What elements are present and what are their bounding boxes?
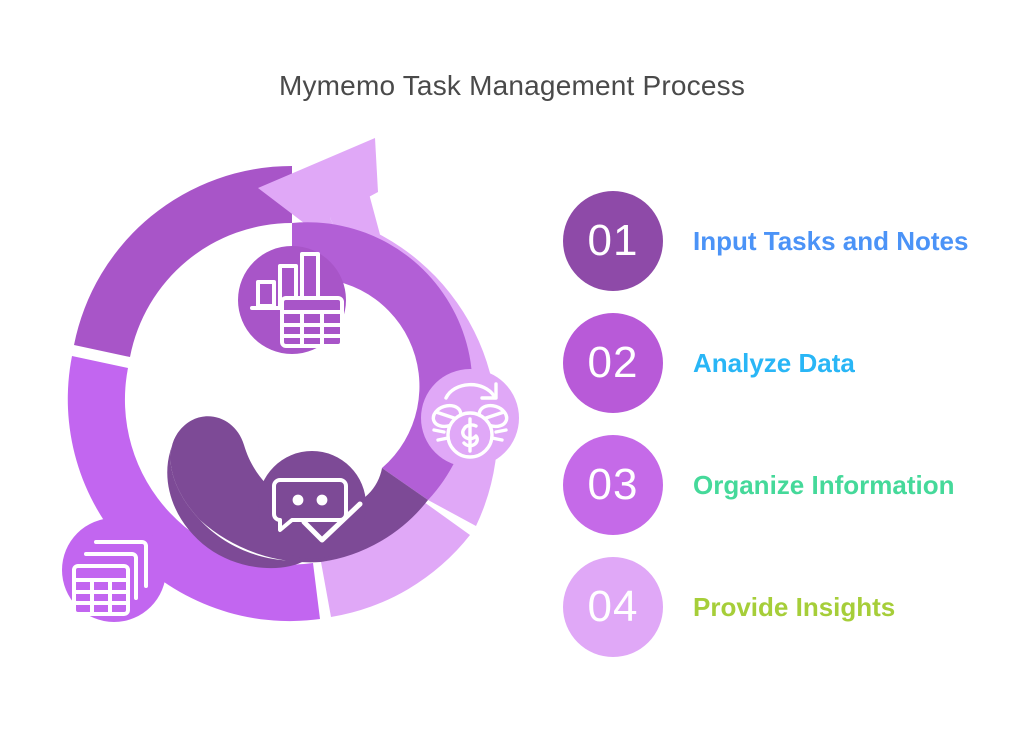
- legend-label-01: Input Tasks and Notes: [693, 225, 969, 256]
- ring-segment-2: [67, 356, 320, 622]
- legend-item-03[interactable]: 03 Organize Information: [563, 424, 1013, 546]
- legend: 01 Input Tasks and Notes 02 Analyze Data…: [563, 180, 1013, 668]
- money-exchange-icon: [431, 382, 509, 459]
- legend-label-04: Provide Insights: [693, 591, 896, 622]
- cycle-arrowhead: [258, 138, 378, 258]
- cycle-diagram: [30, 130, 570, 700]
- legend-badge-04: 04: [563, 557, 663, 657]
- legend-badge-02: 02: [563, 313, 663, 413]
- inner-swirl: [170, 416, 428, 563]
- legend-badge-01: 01: [563, 191, 663, 291]
- legend-label-02: Analyze Data: [693, 347, 855, 378]
- legend-label-03: Organize Information: [693, 469, 955, 500]
- stacked-tables-icon: [72, 540, 148, 616]
- ring-segment-1: [74, 165, 292, 357]
- cycle-diagram-svg: [62, 138, 519, 622]
- legend-badge-03: 03: [563, 435, 663, 535]
- legend-item-01[interactable]: 01 Input Tasks and Notes: [563, 180, 1013, 302]
- page-title: Mymemo Task Management Process: [278, 70, 746, 101]
- legend-item-04[interactable]: 04 Provide Insights: [563, 546, 1013, 668]
- inner-swirl-cap: [167, 430, 306, 569]
- ring-segment-3: [321, 502, 470, 617]
- chat-check-icon: [272, 478, 363, 543]
- bar-chart-spreadsheet-icon: [250, 252, 344, 348]
- legend-item-02[interactable]: 02 Analyze Data: [563, 302, 1013, 424]
